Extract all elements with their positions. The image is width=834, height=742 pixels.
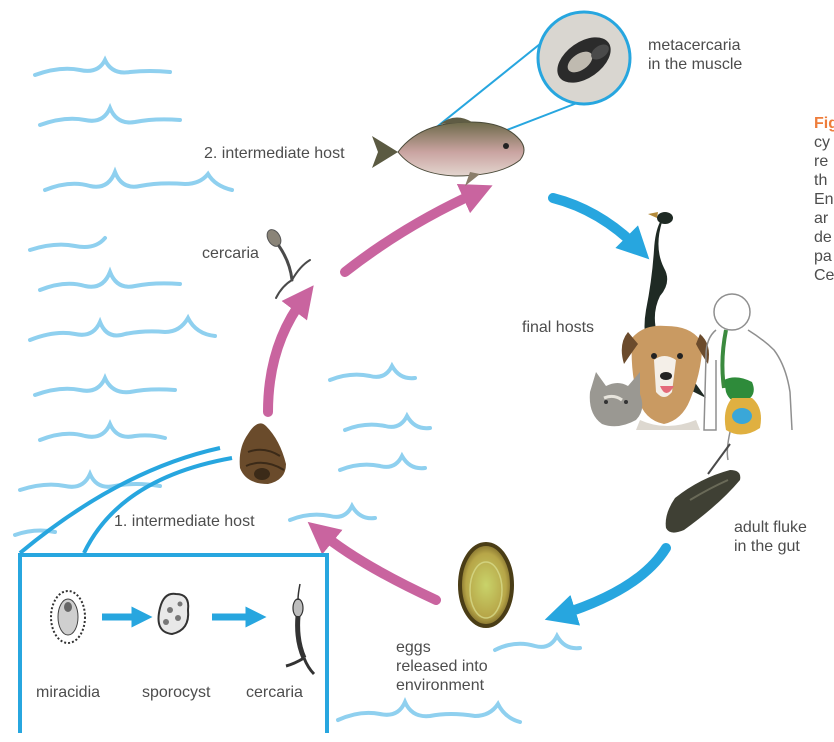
metacercaria-image [538, 12, 630, 104]
larval-stages-drawing [22, 557, 333, 737]
figure-caption-line: de [814, 228, 834, 247]
sporocyst-image [159, 594, 189, 634]
eggs-label-line2: released into [396, 657, 488, 676]
larval-stages-inset [18, 553, 329, 733]
first-intermediate-host-label: 1. intermediate host [114, 512, 255, 531]
arrow-eggs-to-snail [320, 532, 436, 600]
human-anatomy-image [704, 294, 792, 474]
metacercaria-label-line2: in the muscle [648, 55, 742, 74]
figure-caption-line: ar [814, 209, 834, 228]
adult-fluke-label: adult fluke in the gut [734, 518, 807, 556]
miracidia-label: miracidia [36, 684, 100, 702]
eggs-label: eggs released into environment [396, 638, 488, 695]
arrow-snail-to-cercaria [268, 298, 304, 412]
egg-image [460, 544, 512, 626]
snail-image [240, 423, 286, 484]
adult-fluke-image [666, 470, 741, 533]
inset-cercaria-image [286, 584, 314, 674]
second-intermediate-host-label: 2. intermediate host [204, 144, 345, 163]
arrow-cercaria-to-fish [345, 192, 478, 272]
adult-fluke-label-line2: in the gut [734, 537, 807, 556]
adult-fluke-label-line1: adult fluke [734, 518, 807, 537]
inset-connector-right [84, 458, 232, 553]
eggs-label-line3: environment [396, 676, 488, 695]
inset-cercaria-label: cercaria [246, 684, 303, 702]
cercaria-image [264, 227, 310, 298]
eggs-label-line1: eggs [396, 638, 488, 657]
cat-image [590, 372, 643, 426]
figure-caption-line: pa [814, 247, 834, 266]
final-hosts-label: final hosts [522, 318, 594, 337]
figure-caption-line: th [814, 171, 834, 190]
fish-image [372, 117, 524, 186]
figure-caption-line: re [814, 152, 834, 171]
figure-caption-line: En [814, 190, 834, 209]
figure-caption: Fig cy re th En ar de pa Ce [814, 114, 834, 285]
cercaria-label: cercaria [202, 244, 259, 263]
sporocyst-label: sporocyst [142, 684, 210, 702]
figure-caption-line: cy [814, 133, 834, 152]
inset-connector-left [20, 448, 220, 553]
metacercaria-label-line1: metacercaria [648, 36, 742, 55]
figure-caption-title: Fig [814, 114, 834, 133]
miracidia-image [51, 591, 85, 643]
arrow-fish-to-final-host [553, 198, 638, 248]
figure-caption-line: Ce [814, 266, 834, 285]
metacercaria-label: metacercaria in the muscle [648, 36, 742, 74]
arrow-adult-to-eggs [560, 548, 666, 615]
